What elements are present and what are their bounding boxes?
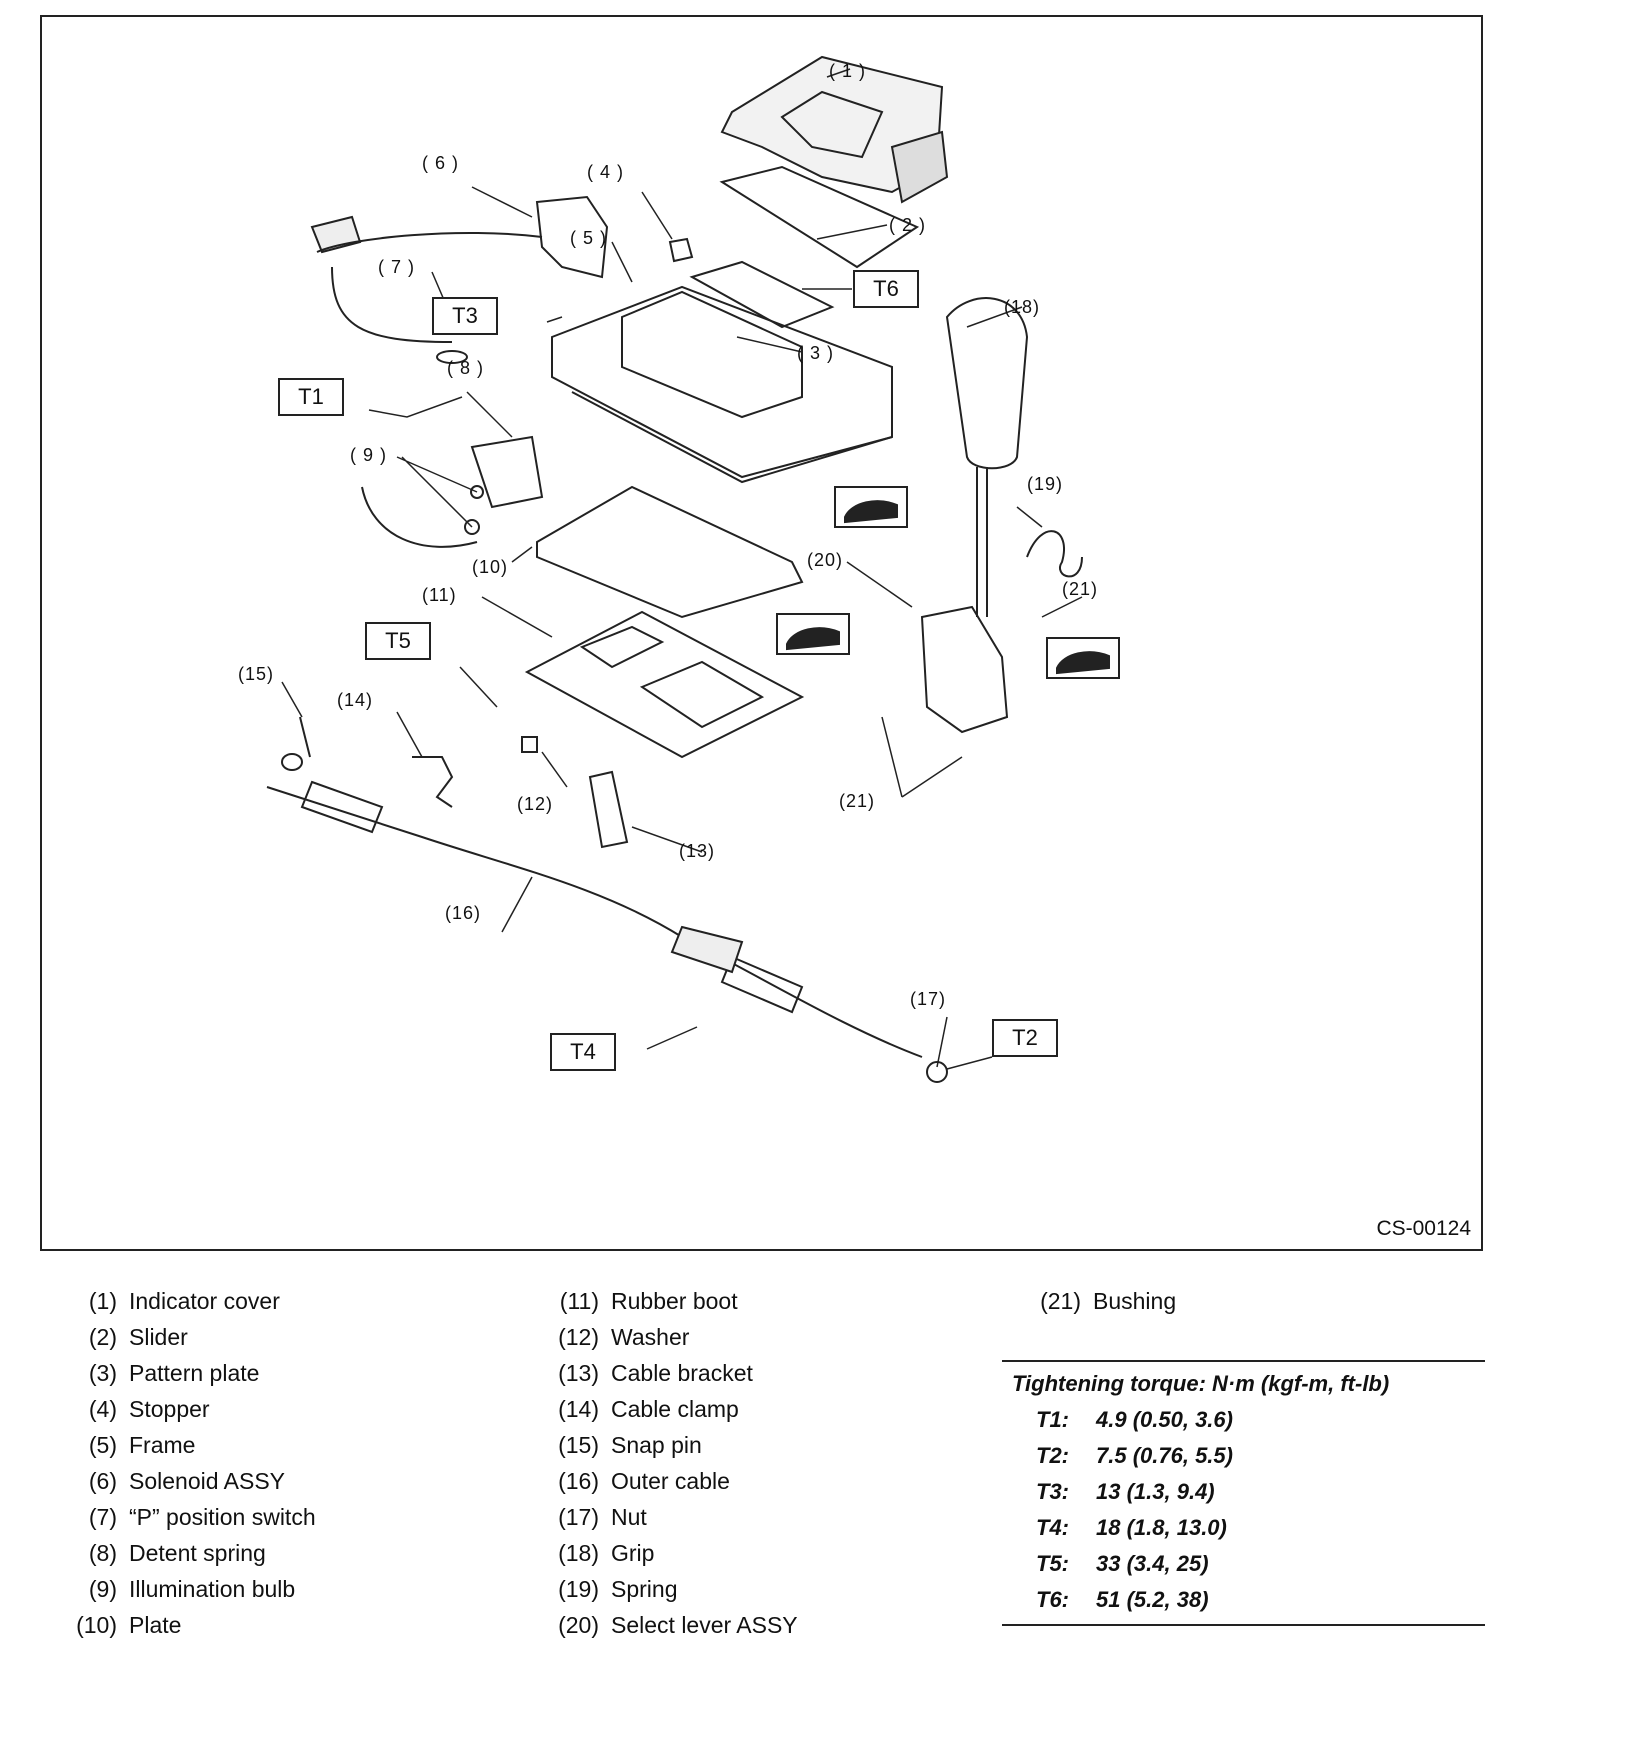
callout-5: ( 5 ) xyxy=(570,228,608,248)
indicator-cover-part xyxy=(720,55,949,204)
callout-21-bottom: (21) xyxy=(839,791,876,811)
callout-2: ( 2 ) xyxy=(889,215,927,235)
torque-row: T6:51 (5.2, 38) xyxy=(1036,1587,1209,1612)
outer-cable-part xyxy=(266,780,923,1058)
torque-row: T3:13 (1.3, 9.4) xyxy=(1036,1479,1215,1504)
callout-18: (18) xyxy=(1004,297,1041,317)
torque-box-t5: T5 xyxy=(365,622,431,660)
callout-4: ( 4 ) xyxy=(587,162,625,182)
torque-row: T5:33 (3.4, 25) xyxy=(1036,1551,1209,1576)
detent-spring-part xyxy=(361,435,544,548)
callout-19: (19) xyxy=(1027,474,1064,494)
torque-spec-table: Tightening torque: N·m (kgf-m, ft-lb) T1… xyxy=(1002,1360,1485,1626)
slider-part xyxy=(719,165,920,269)
callout-3: ( 3 ) xyxy=(797,343,835,363)
callout-15: (15) xyxy=(238,664,275,684)
torque-title: Tightening torque: N·m (kgf-m, ft-lb) xyxy=(1012,1371,1390,1396)
exploded-diagram: ( 1 ) ( 2 ) ( 3 ) ( 4 ) ( 5 ) ( 6 ) ( 7 … xyxy=(40,15,1483,1251)
figure-code: CS-00124 xyxy=(1376,1217,1471,1240)
callout-17: (17) xyxy=(910,989,947,1009)
callout-11: (11) xyxy=(422,585,457,605)
torque-row: T4:18 (1.8, 13.0) xyxy=(1036,1515,1227,1540)
stopper-part xyxy=(668,237,694,263)
frame-part xyxy=(551,285,893,484)
spring-part xyxy=(1026,530,1083,578)
callout-8: ( 8 ) xyxy=(447,358,485,378)
callout-1: ( 1 ) xyxy=(829,61,867,81)
solenoid-part xyxy=(310,195,609,343)
callout-10: (10) xyxy=(472,557,509,577)
grease-icon xyxy=(834,486,908,528)
callout-7: ( 7 ) xyxy=(378,257,416,277)
callout-16: (16) xyxy=(445,903,482,923)
torque-box-t1: T1 xyxy=(278,378,344,416)
rubber-boot-part xyxy=(524,610,805,759)
grease-icon xyxy=(776,613,850,655)
torque-row: T2:7.5 (0.76, 5.5) xyxy=(1036,1443,1233,1468)
torque-box-t6: T6 xyxy=(853,270,919,308)
callout-12: (12) xyxy=(517,794,554,814)
grease-icon xyxy=(1046,637,1120,679)
snap-pin-part xyxy=(281,716,311,771)
callout-9: ( 9 ) xyxy=(350,445,388,465)
callout-6: ( 6 ) xyxy=(422,153,460,173)
cable-clamp-part xyxy=(412,756,454,808)
leader-lines xyxy=(281,68,1083,1070)
callout-13: (13) xyxy=(679,841,716,861)
torque-box-t4: T4 xyxy=(550,1033,616,1071)
torque-row: T1:4.9 (0.50, 3.6) xyxy=(1036,1407,1233,1432)
callout-14: (14) xyxy=(337,690,374,710)
callout-20: (20) xyxy=(807,550,844,570)
washer-part xyxy=(521,736,538,753)
callout-21-top: (21) xyxy=(1062,579,1099,599)
torque-box-t3: T3 xyxy=(432,297,498,335)
select-lever-part xyxy=(920,297,1029,734)
pattern-plate-part xyxy=(689,260,835,329)
plate-part xyxy=(536,485,804,619)
nut-end-part xyxy=(926,1061,948,1083)
torque-box-t2: T2 xyxy=(992,1019,1058,1057)
diagram-drawing xyxy=(266,55,1120,1083)
cable-bracket-part xyxy=(588,770,629,849)
